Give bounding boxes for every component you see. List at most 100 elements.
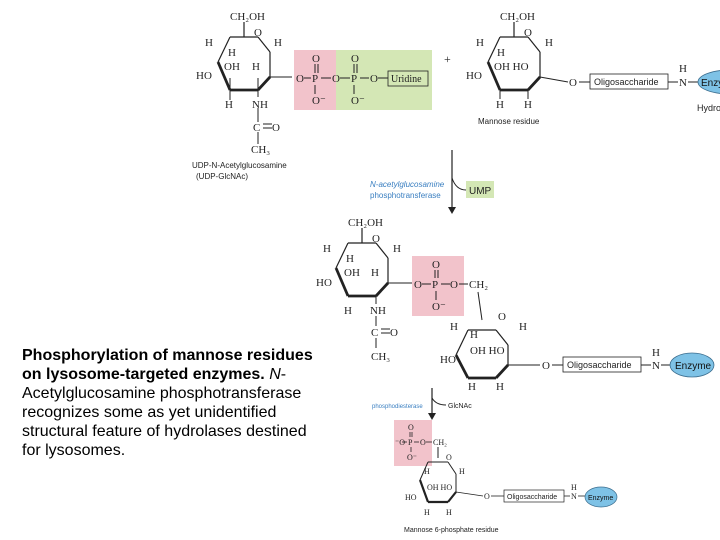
bridge-o: O: [370, 73, 378, 85]
linker-o: O: [484, 492, 490, 501]
ring-bond: [487, 36, 501, 63]
p-o-minus: O⁻: [432, 301, 446, 313]
nh-label: NH: [252, 99, 268, 111]
nh-label: NH: [370, 305, 386, 317]
arrow-head: [448, 207, 456, 214]
ring-o-label: O: [372, 233, 380, 245]
ring-bond: [527, 36, 541, 53]
enzyme-label: Enzyme: [588, 495, 613, 502]
uridine-box: [387, 70, 429, 87]
oh-ho-label: OH HO: [494, 61, 529, 73]
bridge-o: O: [332, 73, 340, 85]
uridine-phosphate-box: [336, 50, 432, 110]
branch-arrow: [451, 177, 467, 191]
oh-label: OH: [224, 61, 240, 73]
mannose-enzyme-structure: CH₂OH O H H H OH HO HO H H O Oligosaccha…: [466, 11, 720, 126]
ring-bond-bold: [526, 76, 542, 91]
plus-sign: +: [444, 52, 451, 66]
p-o-minus: O⁻: [351, 95, 365, 107]
ring-bond-bold: [418, 479, 430, 503]
caption-italic: N: [269, 366, 281, 383]
phosphorus-2: P: [351, 73, 357, 85]
ring-bond: [335, 242, 349, 269]
glcnac-label: GlcNAc: [448, 403, 472, 410]
enzyme-oval: [584, 486, 618, 508]
bridge-o: O: [414, 279, 422, 291]
udp-glcnac-abbrev: (UDP-GlcNAc): [196, 172, 248, 181]
ch2oh-label: CH₂OH: [500, 11, 535, 23]
caption-bold: Phosphorylation of mannose residues on l…: [22, 347, 313, 383]
acetyl-c: C: [253, 122, 260, 134]
enzyme-name-2: phosphodiesterase: [372, 404, 423, 410]
h-label: H: [252, 61, 260, 73]
caption-text: -Acetylglucosamine phosphotransferase re…: [22, 366, 307, 459]
ring-bond-bold: [454, 354, 470, 379]
ring-bond-bold: [447, 491, 457, 503]
ch2-label: CH₂: [469, 279, 488, 291]
h-label: H: [393, 243, 401, 255]
hydrolase-label: Hydrolase: [697, 103, 720, 113]
h-label: H: [524, 99, 532, 111]
intermediate-structure: CH₂OH O H H OH H HO H NH H C O CH₃ O O P…: [316, 217, 715, 393]
ring-bond-bold: [216, 61, 232, 91]
ring-bond: [447, 461, 457, 475]
phosphorus-1: P: [312, 73, 318, 85]
h-label: H: [470, 329, 478, 341]
step1-arrow: N-acetylglucosamine phosphotransferase U…: [370, 150, 494, 214]
enzyme-partial: Enzyme Hydrolase: [697, 70, 720, 113]
p-o-top: O: [351, 53, 359, 65]
ring-bond-bold: [486, 61, 502, 91]
step2-arrow: phosphodiesterase GlcNAc: [372, 388, 472, 420]
phosphate-box: [412, 256, 464, 316]
h-label: H: [468, 381, 476, 393]
h-label: H: [225, 99, 233, 111]
h-label: H: [371, 267, 379, 279]
ch2-bond: [477, 291, 483, 321]
amide-h: H: [652, 347, 660, 359]
amide-n: N: [571, 492, 577, 501]
oh-ho-label: OH HO: [427, 483, 452, 492]
h-label: H: [424, 467, 430, 476]
oligosaccharide-label: Oligosaccharide: [507, 494, 557, 501]
ring-o-label: O: [524, 27, 532, 39]
p-o-top: O: [312, 53, 320, 65]
h-label: H: [228, 47, 236, 59]
ch2oh-label: CH₂OH: [230, 11, 265, 23]
figure-caption: Phosphorylation of mannose residues on l…: [22, 346, 322, 460]
bridge-o: O: [450, 279, 458, 291]
amide-h: H: [571, 483, 577, 492]
sub-bond: [455, 491, 484, 497]
phosphorus: P: [408, 438, 413, 447]
p-o-minus: O⁻: [407, 453, 417, 462]
h-label: H: [344, 305, 352, 317]
h-label: H: [476, 37, 484, 49]
acetyl-o: O: [390, 327, 398, 339]
h-label: H: [205, 37, 213, 49]
h-label: H: [446, 508, 452, 517]
ring-bond: [375, 242, 389, 259]
ring-bond-bold: [374, 282, 390, 297]
bridge-o: O: [420, 438, 426, 447]
linker-o: O: [569, 77, 577, 89]
acetyl-c: C: [371, 327, 378, 339]
p-o-top: O: [408, 423, 414, 432]
h-label: H: [450, 321, 458, 333]
ring-bond-bold: [334, 267, 350, 297]
ring-bond: [257, 36, 271, 53]
p-o-minus: O⁻: [312, 95, 326, 107]
ch2oh-label: CH₂OH: [348, 217, 383, 229]
h-label: H: [323, 243, 331, 255]
branch-arrow: [431, 397, 447, 406]
h-label: H: [545, 37, 553, 49]
sub-bond: [539, 76, 569, 83]
enzyme-label: Enzyme: [675, 361, 712, 372]
bridge-o: O: [296, 73, 304, 85]
amide-n: N: [679, 77, 687, 89]
ho-label: HO: [405, 493, 417, 502]
ump-label: UMP: [469, 186, 492, 197]
h-label: H: [346, 253, 354, 265]
linker-o: O: [542, 360, 550, 372]
arrow-head: [428, 413, 436, 420]
h-label: H: [519, 321, 527, 333]
